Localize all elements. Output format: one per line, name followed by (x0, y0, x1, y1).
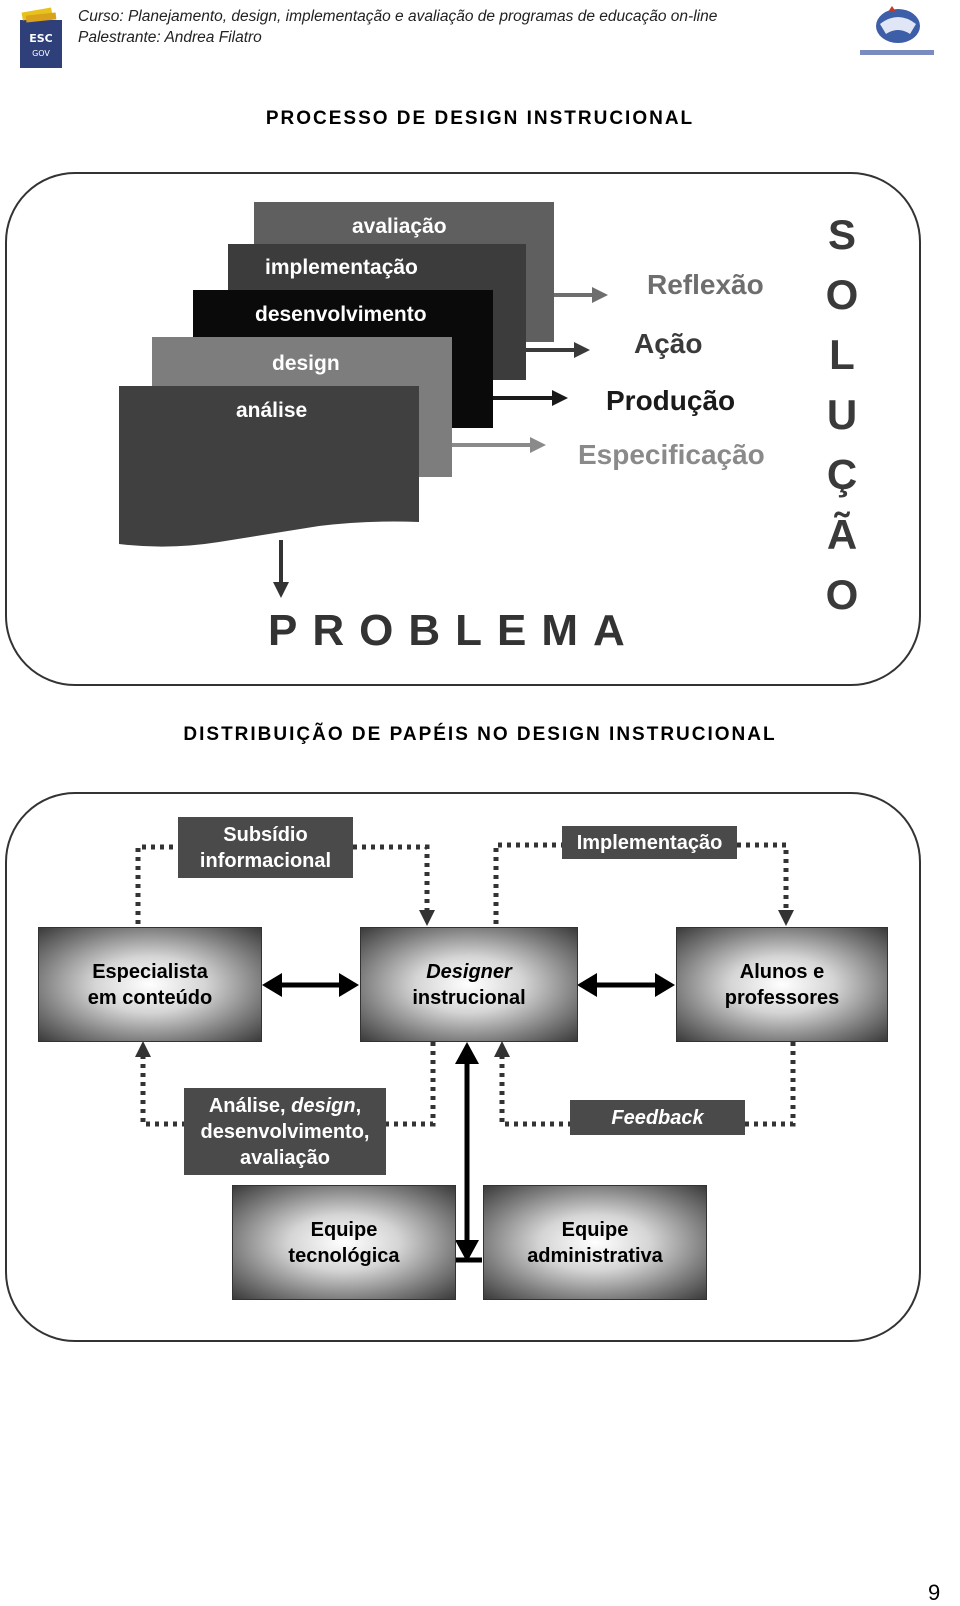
solution-letter-s: S (827, 211, 856, 258)
escola-saude-publica-logo (858, 4, 936, 62)
phase-desenvolvimento: desenvolvimento (255, 303, 427, 326)
svg-text:ESC: ESC (29, 32, 53, 45)
output-producao: Produção (606, 385, 736, 416)
equipe-tecnologica-box: Equipe tecnológica (232, 1185, 456, 1300)
equipe-administrativa-box: Equipe administrativa (483, 1185, 707, 1300)
analise-line-1: Análise, design, (209, 1093, 361, 1119)
output-reflexao: Reflexão (647, 269, 764, 300)
design-text: design (291, 1094, 356, 1117)
solution-letter-a-tilde: Ã (826, 511, 858, 558)
especialista-box: Especialista em conteúdo (38, 927, 262, 1042)
subsidio-informacional-label: Subsídio informacional (178, 817, 353, 878)
problem-label: PROBLEMA (268, 606, 640, 655)
roles-connectors (135, 842, 796, 1263)
layer-analise (119, 386, 419, 556)
subsidio-line-2: informacional (199, 849, 332, 872)
designer-line-2: instrucional (412, 986, 526, 1009)
output-acao: Ação (634, 328, 703, 359)
comma-text: , (355, 1094, 362, 1117)
course-title: Curso: Planejamento, design, implementaç… (78, 8, 718, 25)
alunos-box: Alunos e professores (676, 927, 888, 1042)
analise-line-3: avaliação (239, 1146, 331, 1169)
solution-letter-o2: O (825, 571, 859, 618)
phase-avaliacao: avaliação (352, 215, 447, 238)
especialista-line-1: Especialista (92, 960, 208, 983)
administrativa-line-2: administrativa (527, 1244, 663, 1267)
solution-letter-c-cedilla: Ç (826, 451, 858, 498)
output-especificacao: Especificação (578, 439, 765, 470)
roles-title: DISTRIBUIÇÃO DE PAPÉIS NO DESIGN INSTRUC… (183, 724, 777, 745)
alunos-line-2: professores (724, 986, 840, 1009)
phase-analise: análise (236, 399, 308, 422)
analise-text: Análise, (208, 1094, 292, 1117)
tecnologica-line-2: tecnológica (288, 1244, 400, 1267)
svg-text:GOV: GOV (32, 49, 50, 58)
implementacao-label: Implementação (562, 826, 737, 859)
phase-design: design (272, 352, 340, 375)
process-arrows (273, 287, 608, 598)
speaker-name: Palestrante: Andrea Filatro (78, 29, 262, 46)
phase-implementacao: implementação (265, 256, 418, 279)
alunos-line-1: Alunos e (739, 960, 825, 983)
escola-de-governo-logo: ESC GOV (18, 6, 64, 72)
analise-line-2: desenvolvimento, (200, 1120, 370, 1143)
designer-line-1: Designer (426, 960, 512, 983)
especialista-line-2: em conteúdo (87, 986, 213, 1009)
solution-letter-o1: O (825, 271, 859, 318)
page-number: 9 (928, 1580, 941, 1605)
solution-letter-u: U (826, 391, 858, 438)
analise-design-label: Análise, design, desenvolvimento, avalia… (184, 1088, 386, 1175)
designer-box: Designer instrucional (360, 927, 578, 1042)
feedback-label: Feedback (570, 1100, 745, 1135)
administrativa-line-1: Equipe (561, 1218, 629, 1241)
tecnologica-line-1: Equipe (310, 1218, 378, 1241)
process-title: PROCESSO DE DESIGN INSTRUCIONAL (265, 108, 695, 129)
subsidio-line-1: Subsídio (223, 823, 308, 846)
solution-letter-l: L (829, 331, 855, 378)
